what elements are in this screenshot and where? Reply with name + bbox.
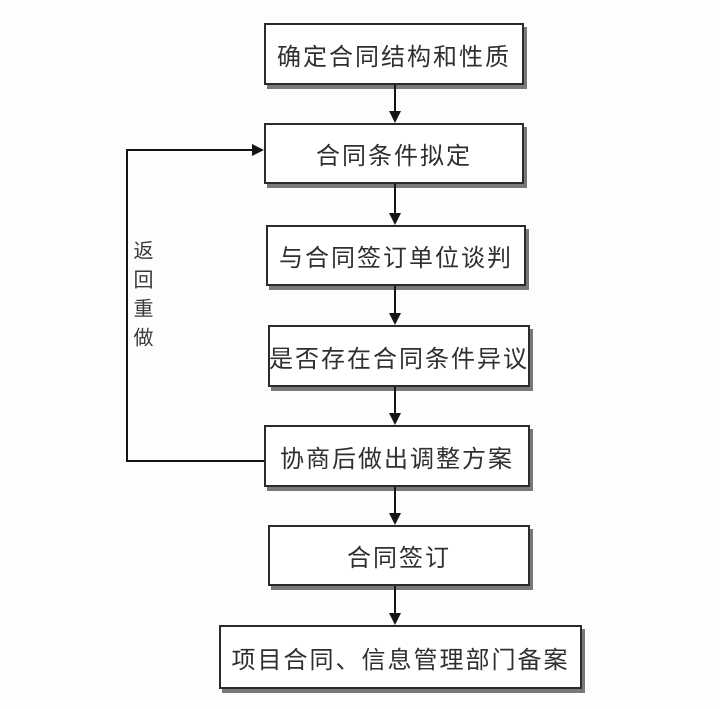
down-arrow-icon-1 <box>389 111 401 123</box>
connector-line-1 <box>394 85 396 113</box>
connector-line-5 <box>394 487 396 515</box>
flow-step-adjustment-plan: 协商后做出调整方案 <box>264 425 530 487</box>
flow-step-determine-structure: 确定合同结构和性质 <box>264 23 524 85</box>
flow-step-label: 与合同签订单位谈判 <box>279 246 513 272</box>
flow-step-negotiate: 与合同签订单位谈判 <box>266 225 526 286</box>
flow-step-label: 是否存在合同条件异议 <box>269 346 529 373</box>
flow-step-label: 确定合同结构和性质 <box>277 44 511 71</box>
feedback-vertical-line <box>126 149 128 462</box>
flow-step-sign-contract: 合同签订 <box>268 525 530 586</box>
feedback-loop-label: 返回重做 <box>130 240 152 356</box>
down-arrow-icon-4 <box>389 413 401 425</box>
flow-step-label: 协商后做出调整方案 <box>280 446 514 473</box>
flow-step-label: 合同条件拟定 <box>316 144 472 170</box>
flow-step-objection-check: 是否存在合同条件异议 <box>268 325 530 387</box>
down-arrow-icon-2 <box>389 213 401 225</box>
down-arrow-icon-6 <box>389 613 401 625</box>
down-arrow-icon-3 <box>389 313 401 325</box>
feedback-top-line <box>127 149 253 151</box>
connector-line-2 <box>394 184 396 215</box>
flow-step-label: 合同签订 <box>347 546 451 572</box>
connector-line-6 <box>394 586 396 615</box>
flow-step-filing: 项目合同、信息管理部门备案 <box>219 625 582 689</box>
down-arrow-icon-5 <box>389 513 401 525</box>
connector-line-4 <box>394 387 396 415</box>
flow-step-draft-conditions: 合同条件拟定 <box>264 123 524 184</box>
flow-step-label: 项目合同、信息管理部门备案 <box>231 647 570 674</box>
connector-line-3 <box>394 286 396 315</box>
feedback-bottom-line <box>127 460 264 462</box>
right-arrow-icon <box>252 144 264 156</box>
